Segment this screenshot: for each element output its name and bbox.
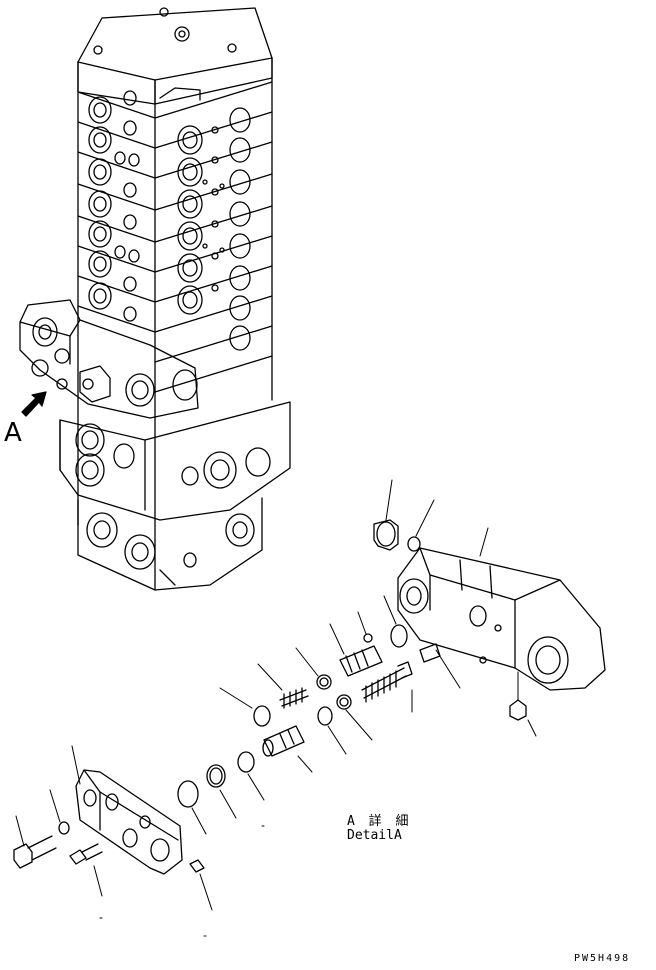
section-ports-right bbox=[177, 107, 251, 351]
section-ports-left bbox=[88, 90, 140, 322]
poppet bbox=[262, 725, 305, 757]
cover-block bbox=[75, 769, 183, 875]
o-ring-large bbox=[390, 624, 408, 648]
small-plug bbox=[189, 859, 205, 873]
detail-a-english-label: DetailA bbox=[347, 828, 402, 843]
screw bbox=[69, 843, 103, 865]
valve-sections bbox=[77, 81, 273, 393]
plug-and-washer bbox=[373, 519, 421, 552]
o-ring-lower bbox=[177, 780, 199, 808]
o-ring-small-centre bbox=[317, 706, 333, 726]
seal-ring bbox=[237, 751, 255, 773]
o-ring-upper-left bbox=[253, 705, 271, 727]
drain-plug bbox=[509, 699, 527, 721]
centre-sleeve bbox=[336, 633, 383, 710]
view-a-label: A bbox=[4, 418, 22, 448]
control-valve-assembly bbox=[59, 7, 291, 591]
view-arrow bbox=[21, 391, 47, 417]
spring-and-ring bbox=[279, 674, 332, 709]
detail-a-japanese-label: A 詳 細 bbox=[347, 814, 412, 829]
side-relief-block bbox=[19, 299, 199, 419]
backup-ring bbox=[206, 764, 226, 788]
leader-lines bbox=[15, 479, 537, 937]
backup-ring-inner bbox=[209, 767, 223, 785]
right-spool bbox=[361, 643, 441, 703]
bolt-and-washer bbox=[13, 821, 70, 869]
relief-valve-body bbox=[397, 547, 606, 691]
drawing-code: PW5H498 bbox=[574, 953, 631, 964]
